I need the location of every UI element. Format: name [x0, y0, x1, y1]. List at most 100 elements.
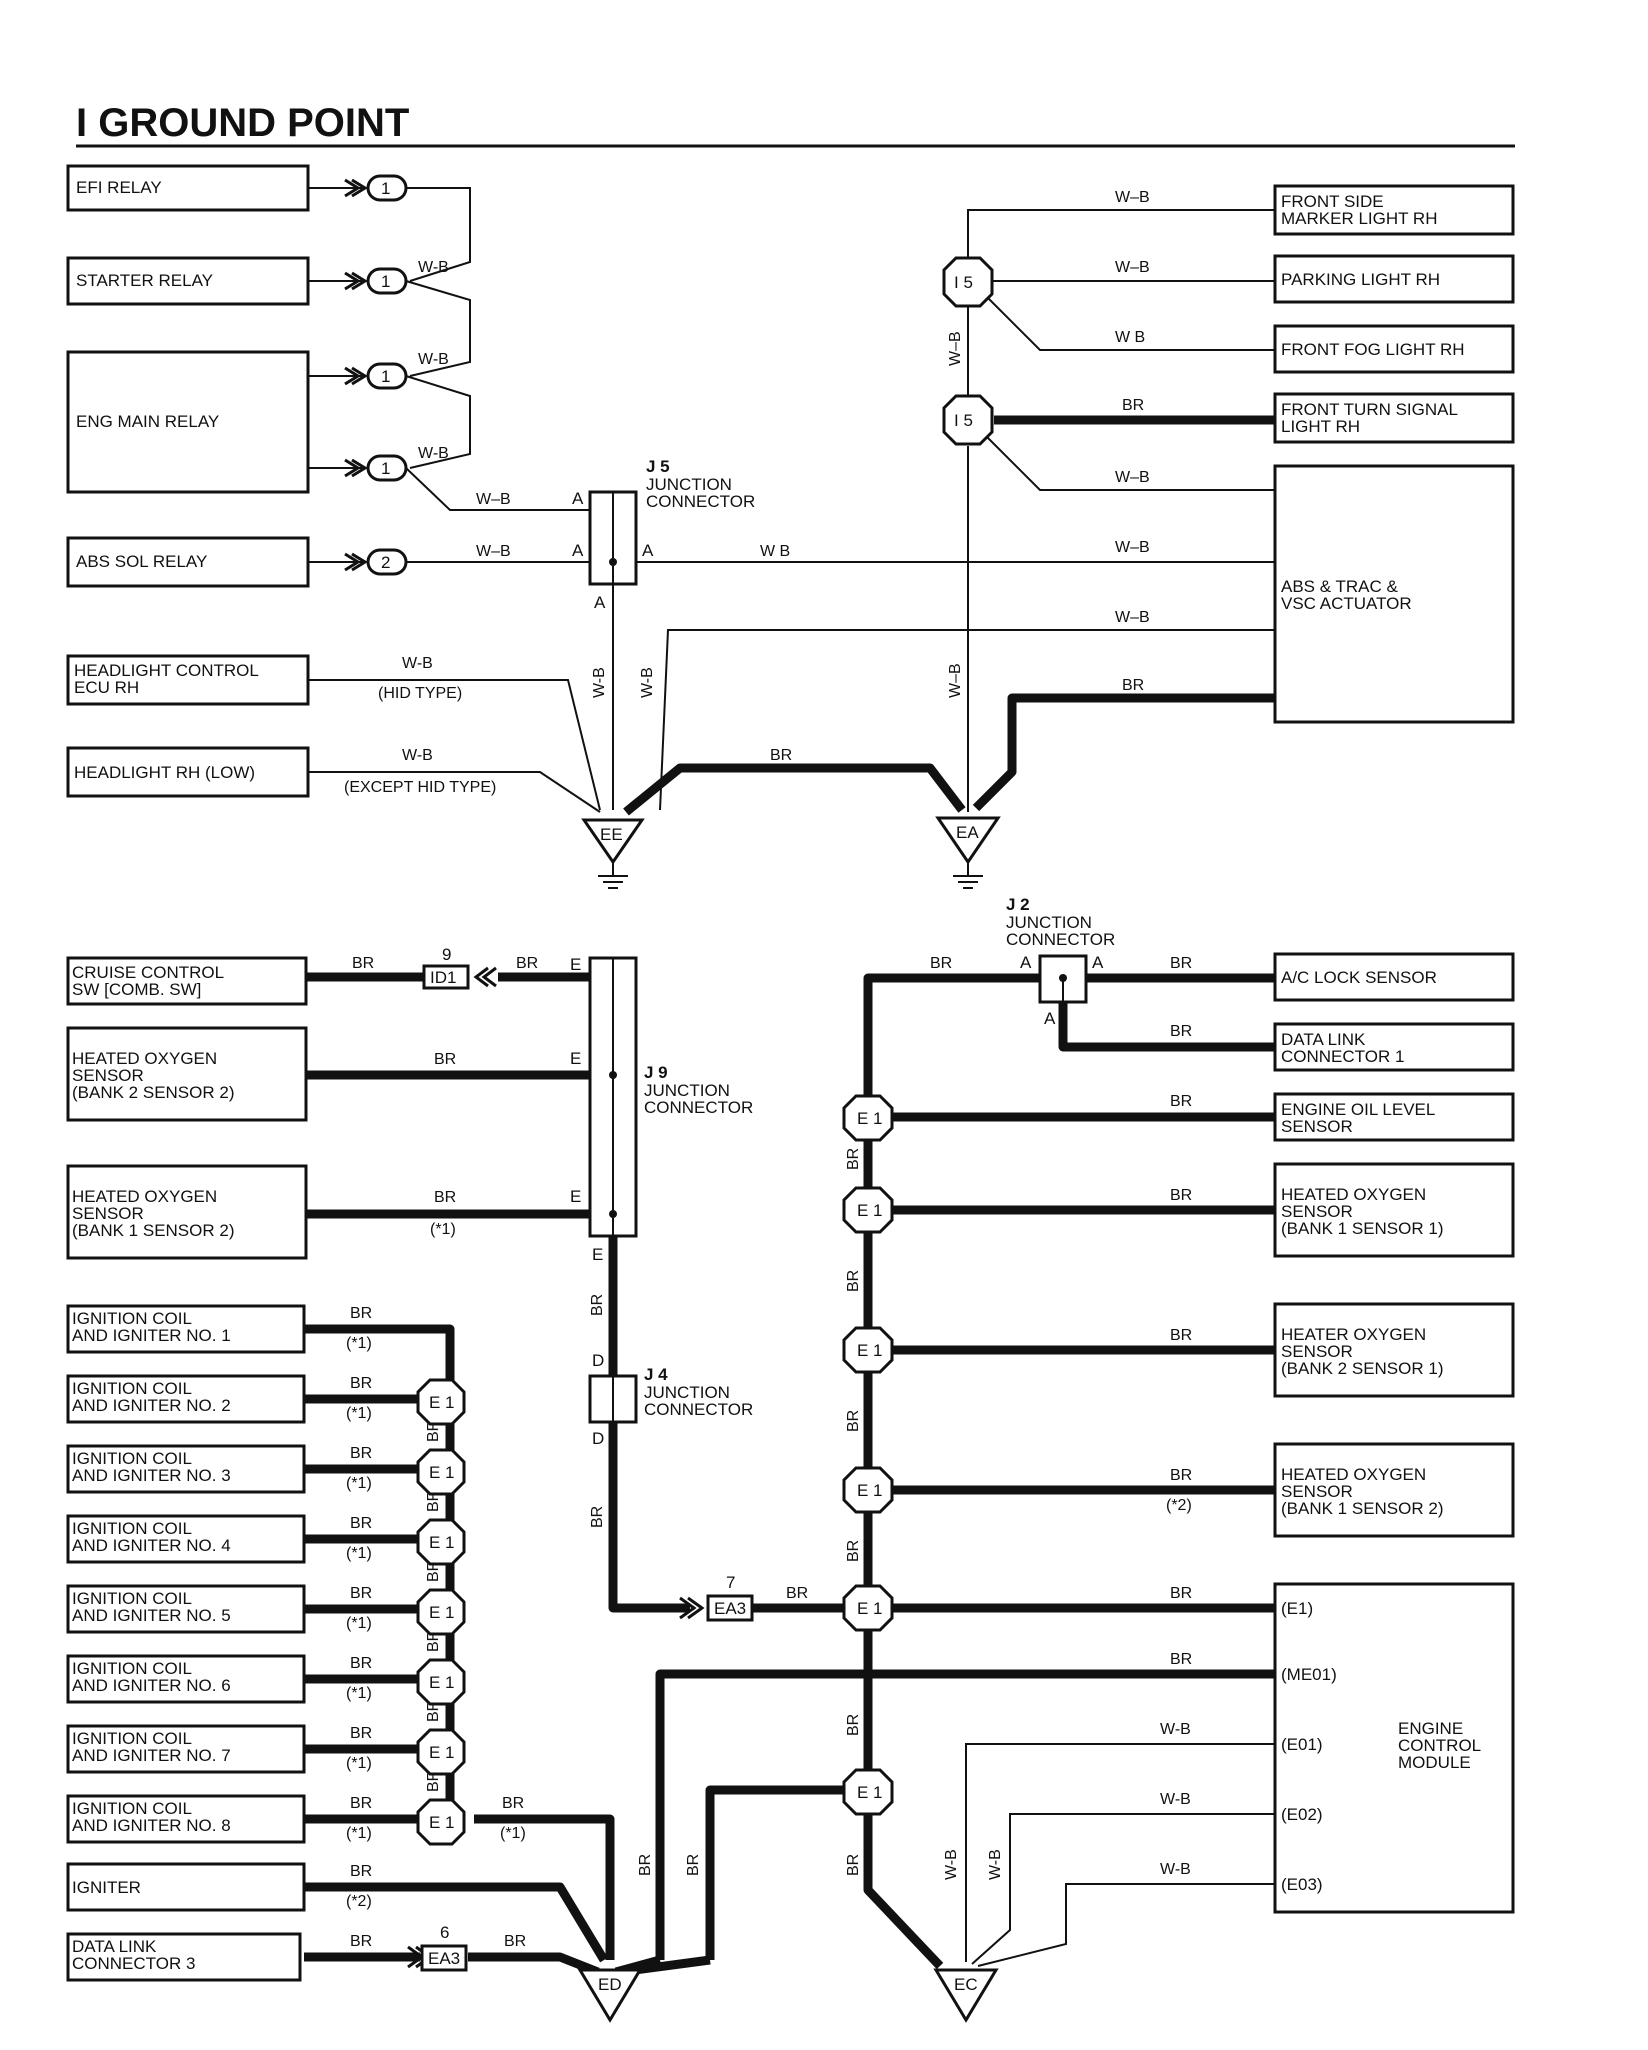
- svg-text:AND IGNITER NO. 8: AND IGNITER NO. 8: [72, 1816, 231, 1835]
- svg-text:BR: BR: [589, 1506, 606, 1528]
- svg-text:BR: BR: [685, 1854, 702, 1876]
- svg-text:1: 1: [381, 367, 390, 386]
- svg-text:E 1: E 1: [857, 1341, 883, 1360]
- svg-text:ENGINE OIL LEVEL: ENGINE OIL LEVEL: [1281, 1100, 1435, 1119]
- svg-text:W–B: W–B: [1115, 259, 1150, 276]
- svg-text:(*2): (*2): [1166, 1497, 1192, 1514]
- svg-text:ED: ED: [598, 1975, 622, 1994]
- svg-text:ID1: ID1: [430, 968, 456, 987]
- heated-oxygen-b1s1-box: HEATED OXYGEN SENSOR (BANK 1 SENSOR 1): [1273, 1162, 1515, 1258]
- svg-text:PARKING LIGHT RH: PARKING LIGHT RH: [1281, 270, 1440, 289]
- svg-text:BR: BR: [350, 1585, 372, 1602]
- svg-text:W-B: W-B: [1160, 1791, 1191, 1808]
- svg-text:(E01): (E01): [1281, 1735, 1323, 1754]
- connector-1-eng-main-b: 1: [308, 454, 408, 482]
- top-right-wires: W–B W–B W B BR W–B W–B W–B BR W–B W–B: [947, 189, 1275, 812]
- svg-text:A: A: [1092, 953, 1104, 972]
- svg-text:SENSOR: SENSOR: [72, 1066, 144, 1085]
- svg-text:IGNITION COIL: IGNITION COIL: [72, 1589, 192, 1608]
- connector-e1-lower: E 1: [842, 1768, 894, 1816]
- svg-text:EFI RELAY: EFI RELAY: [76, 178, 162, 197]
- svg-text:2: 2: [381, 553, 390, 572]
- svg-text:W–B: W–B: [1115, 609, 1150, 626]
- svg-text:(*1): (*1): [346, 1825, 372, 1842]
- svg-text:IGNITER: IGNITER: [72, 1878, 141, 1897]
- svg-text:(*1): (*1): [500, 1825, 526, 1842]
- ignition-coil-7-box: IGNITION COIL AND IGNITER NO. 7: [66, 1724, 306, 1774]
- svg-text:BR: BR: [770, 747, 792, 764]
- svg-text:BR: BR: [502, 1795, 524, 1812]
- svg-text:A: A: [572, 541, 584, 560]
- svg-text:AND IGNITER NO. 3: AND IGNITER NO. 3: [72, 1466, 231, 1485]
- connector-e1-ecm: E 1: [842, 1584, 894, 1632]
- connector-e1-coil-4: E 1: [416, 1518, 466, 1566]
- svg-text:CONNECTOR: CONNECTOR: [644, 1098, 753, 1117]
- svg-text:EC: EC: [954, 1975, 978, 1994]
- svg-text:(*1): (*1): [346, 1615, 372, 1632]
- connector-id1: ID1 9: [422, 945, 497, 990]
- svg-text:LIGHT RH: LIGHT RH: [1281, 417, 1360, 436]
- connector-e1-coil-8: E 1: [416, 1798, 466, 1846]
- ignition-bus-wires: [304, 1324, 615, 1977]
- svg-text:(BANK 1 SENSOR 2): (BANK 1 SENSOR 2): [72, 1221, 235, 1240]
- svg-text:BR: BR: [350, 1933, 372, 1950]
- svg-text:D: D: [592, 1351, 604, 1370]
- svg-text:E 1: E 1: [857, 1599, 883, 1618]
- svg-text:BR: BR: [589, 1294, 606, 1316]
- svg-text:(E03): (E03): [1281, 1875, 1323, 1894]
- front-turn-signal-box: FRONT TURN SIGNAL LIGHT RH: [1273, 392, 1515, 444]
- cruise-control-sw-box: CRUISE CONTROL SW [COMB. SW]: [66, 956, 308, 1006]
- ed-ground-wires: BR BR BR: [614, 1651, 1275, 1977]
- data-link-connector-1-box: DATA LINK CONNECTOR 1: [1273, 1022, 1515, 1072]
- connector-i5-upper: I 5: [942, 256, 994, 308]
- svg-text:BR: BR: [350, 1375, 372, 1392]
- ignition-coil-5-box: IGNITION COIL AND IGNITER NO. 5: [66, 1584, 306, 1634]
- svg-text:BR: BR: [1170, 955, 1192, 972]
- svg-text:AND IGNITER NO. 1: AND IGNITER NO. 1: [72, 1326, 231, 1345]
- svg-text:JUNCTION: JUNCTION: [646, 475, 732, 494]
- svg-text:BR: BR: [1170, 1651, 1192, 1668]
- svg-text:W-B: W-B: [1160, 1721, 1191, 1738]
- svg-text:A: A: [642, 541, 654, 560]
- heated-oxygen-b1s2-box: HEATED OXYGEN SENSOR (BANK 1 SENSOR 2): [66, 1164, 308, 1260]
- igniter-box: IGNITER: [66, 1862, 306, 1912]
- svg-text:STARTER RELAY: STARTER RELAY: [76, 271, 213, 290]
- svg-text:CONNECTOR: CONNECTOR: [646, 492, 755, 511]
- svg-text:CRUISE CONTROL: CRUISE CONTROL: [72, 963, 224, 982]
- svg-text:CONTROL: CONTROL: [1398, 1736, 1481, 1755]
- svg-text:SENSOR: SENSOR: [72, 1204, 144, 1223]
- svg-text:W-B: W-B: [943, 1849, 960, 1880]
- svg-text:J 2: J 2: [1006, 895, 1030, 914]
- svg-text:(*1): (*1): [346, 1475, 372, 1492]
- svg-text:(E02): (E02): [1281, 1805, 1323, 1824]
- svg-text:HEADLIGHT CONTROL: HEADLIGHT CONTROL: [74, 661, 259, 680]
- connector-ea3-lower: EA3 6: [420, 1923, 468, 1972]
- svg-text:BR: BR: [845, 1714, 862, 1736]
- j5-junction-connector: A A A A J 5 JUNCTION CONNECTOR: [572, 457, 755, 612]
- svg-text:W-B: W-B: [418, 351, 449, 368]
- svg-text:BR: BR: [845, 1854, 862, 1876]
- svg-text:E 1: E 1: [857, 1783, 883, 1802]
- j4-to-ea3-wire: BR: [589, 1422, 705, 1620]
- right-bus-wires: BR BR BR BR BR BR BR (*2) BR BR BR BR BR…: [752, 955, 1275, 1970]
- svg-text:(*1): (*1): [346, 1335, 372, 1352]
- svg-text:BR: BR: [350, 1655, 372, 1672]
- svg-text:(HID TYPE): (HID TYPE): [378, 685, 462, 702]
- svg-text:1: 1: [381, 179, 390, 198]
- j9-wires: BR BR BR BR (*1) BR: [306, 955, 618, 1376]
- svg-text:BR: BR: [845, 1148, 862, 1170]
- svg-text:(BANK 1 SENSOR 1): (BANK 1 SENSOR 1): [1281, 1219, 1444, 1238]
- svg-text:1: 1: [381, 459, 390, 478]
- engine-oil-level-sensor-box: ENGINE OIL LEVEL SENSOR: [1273, 1092, 1515, 1142]
- connector-e1-coil-3: E 1: [416, 1448, 466, 1496]
- svg-text:EA3: EA3: [714, 1599, 746, 1618]
- svg-text:(*1): (*1): [346, 1755, 372, 1772]
- svg-text:MODULE: MODULE: [1398, 1753, 1471, 1772]
- svg-text:ECU RH: ECU RH: [74, 678, 139, 697]
- svg-text:BR: BR: [1170, 1585, 1192, 1602]
- headlight-control-ecu-box: HEADLIGHT CONTROL ECU RH: [66, 654, 310, 706]
- svg-text:EE: EE: [600, 825, 623, 844]
- svg-text:IGNITION COIL: IGNITION COIL: [72, 1309, 192, 1328]
- connector-1-starter: 1: [308, 267, 408, 295]
